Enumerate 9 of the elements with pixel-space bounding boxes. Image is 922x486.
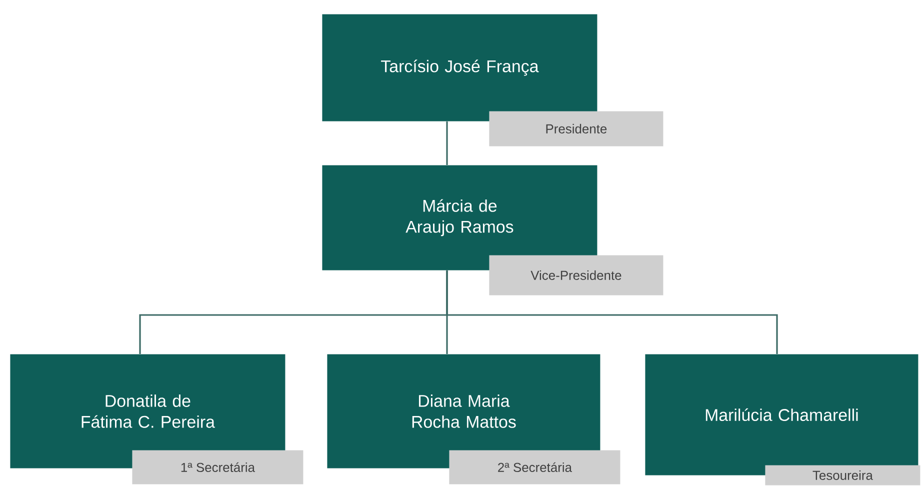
person-box: Tarcísio José França	[322, 14, 598, 122]
role-tag: Presidente	[489, 111, 664, 146]
role-tag: Vice-Presidente	[489, 255, 664, 296]
role-tag: 1ª Secretária	[132, 450, 304, 484]
role-tag: 2ª Secretária	[449, 450, 620, 484]
connector-line	[446, 270, 778, 354]
connector-line	[446, 121, 448, 165]
role-tag: Tesoureira	[765, 465, 920, 486]
person-box: Márcia de Araujo Ramos	[322, 165, 598, 270]
